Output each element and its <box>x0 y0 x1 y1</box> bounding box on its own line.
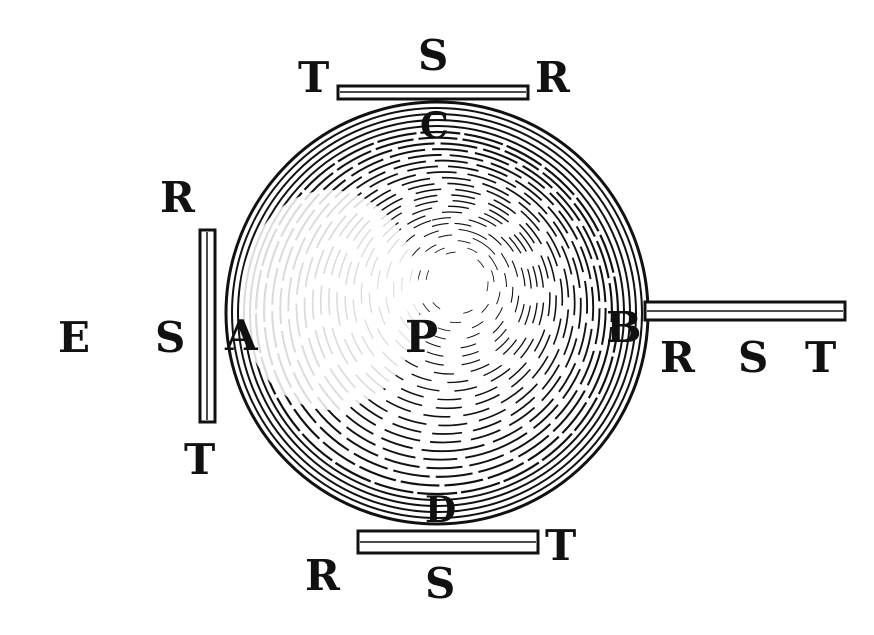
label-left-t: T <box>184 435 215 484</box>
ring-inner <box>393 228 514 349</box>
label-left-r: R <box>160 173 196 222</box>
label-point-d: D <box>425 489 456 531</box>
bottom-bar <box>356 529 540 555</box>
label-point-c: C <box>420 105 449 147</box>
label-left-e: E <box>58 313 90 362</box>
blank-area <box>240 190 420 410</box>
label-point-a: A <box>224 311 259 360</box>
label-top-r: R <box>535 53 571 102</box>
ring-outer <box>237 113 637 513</box>
label-top-t: T <box>298 53 329 102</box>
label-bottom-r: R <box>305 551 341 600</box>
label-right-s: S <box>738 333 768 382</box>
label-left-s: S <box>155 313 185 362</box>
left-bar <box>198 228 217 424</box>
concentric-circles <box>224 100 650 526</box>
label-top-s: S <box>418 31 448 80</box>
ring-inner <box>425 251 489 315</box>
label-bottom-s: S <box>425 559 455 608</box>
label-right-r: R <box>660 333 696 382</box>
ring-inner <box>279 148 601 470</box>
right-bar <box>643 300 847 322</box>
label-bottom-t: T <box>545 521 576 570</box>
top-bar <box>336 84 530 101</box>
label-point-b: B <box>606 303 642 352</box>
ring-inner <box>254 130 620 496</box>
ring-inner <box>384 222 520 358</box>
label-right-t: T <box>805 333 836 382</box>
label-center-p: P <box>405 312 438 363</box>
ring-inner <box>417 245 495 323</box>
ring-outer <box>231 107 643 519</box>
